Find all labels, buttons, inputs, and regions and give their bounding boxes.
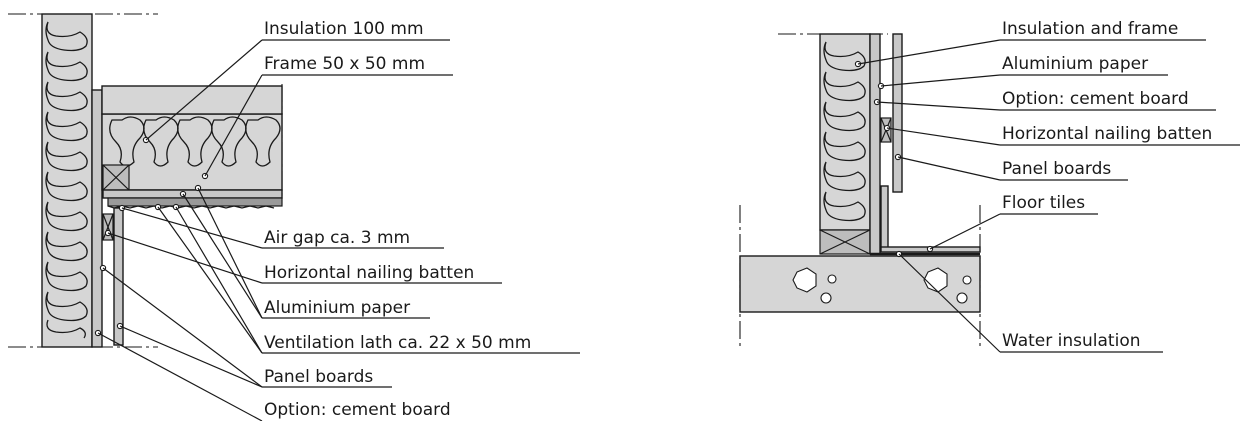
left-wall-insulation bbox=[41, 13, 93, 348]
left-detail: Insulation 100 mm Frame 50 x 50 mm Air g… bbox=[8, 13, 580, 421]
label-aluminium-paper-right: Aluminium paper bbox=[1002, 54, 1148, 74]
right-panel-boards bbox=[892, 33, 903, 193]
left-wall-board bbox=[91, 89, 103, 348]
right-wall-insulation bbox=[819, 33, 871, 231]
left-leader-lines bbox=[97, 39, 263, 421]
left-wall-insulation-pattern bbox=[45, 21, 88, 339]
left-panel-boards-profile bbox=[107, 205, 275, 209]
label-floor-tiles: Floor tiles bbox=[1002, 193, 1085, 213]
label-panel-boards: Panel boards bbox=[264, 367, 373, 387]
label-horizontal-nailing-batten: Horizontal nailing batten bbox=[264, 263, 474, 283]
label-water-insulation: Water insulation bbox=[1002, 331, 1141, 351]
label-horizontal-nailing-batten-right: Horizontal nailing batten bbox=[1002, 124, 1212, 144]
label-ventilation-lath: Ventilation lath ca. 22 x 50 mm bbox=[264, 333, 531, 353]
right-cement-board bbox=[880, 185, 889, 251]
label-insulation-and-frame: Insulation and frame bbox=[1002, 19, 1178, 39]
label-frame-50x50: Frame 50 x 50 mm bbox=[264, 54, 425, 74]
right-wall-board bbox=[869, 33, 881, 255]
left-ceiling-board bbox=[102, 189, 283, 199]
label-aluminium-paper: Aluminium paper bbox=[264, 298, 410, 318]
right-detail: Insulation and frame Aluminium paper Opt… bbox=[739, 19, 1240, 353]
right-slab-holes bbox=[792, 267, 972, 304]
right-wall-insulation-pattern bbox=[823, 41, 866, 222]
label-option-cement-board-right: Option: cement board bbox=[1002, 89, 1189, 109]
left-ceiling-insulation-pattern bbox=[109, 116, 281, 167]
label-air-gap: Air gap ca. 3 mm bbox=[264, 228, 410, 248]
left-ventilation-lath bbox=[107, 197, 283, 207]
right-leader-lines bbox=[857, 39, 1001, 353]
label-panel-boards-right: Panel boards bbox=[1002, 159, 1111, 179]
label-option-cement-board: Option: cement board bbox=[264, 400, 451, 420]
label-insulation-100mm: Insulation 100 mm bbox=[264, 19, 424, 39]
